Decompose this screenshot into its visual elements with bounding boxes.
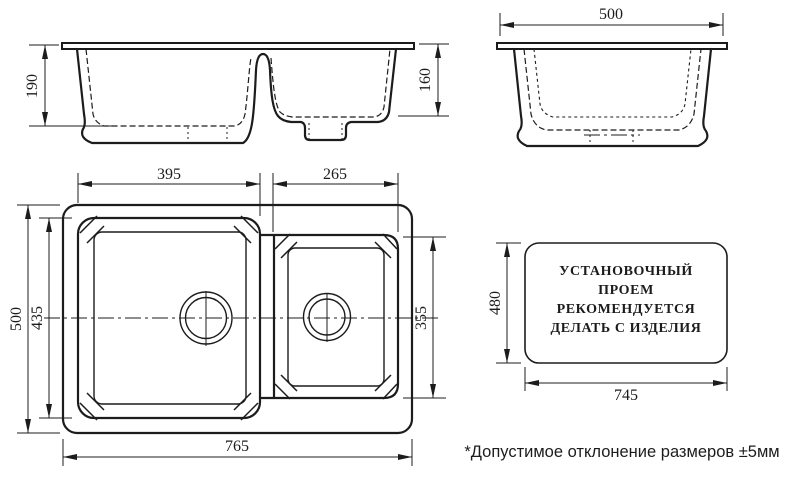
install-opening-text-line4: ДЕЛАТЬ С ИЗДЕЛИЯ (550, 321, 701, 336)
side-rim (496, 42, 728, 50)
dim-label-500-top: 500 (8, 307, 25, 331)
install-opening-text-line3: РЕКОМЕНДУЕТСЯ (557, 302, 696, 317)
front-view: 190 160 (24, 42, 449, 145)
dim-label-160: 160 (417, 68, 434, 92)
front-rim (61, 42, 415, 50)
side-shallow-bowl-hidden-line (533, 48, 692, 118)
dim-opening-width: 745 (524, 367, 728, 404)
dim-label-395: 395 (157, 166, 181, 183)
dim-label-745: 745 (614, 387, 638, 404)
dim-overall-depth: 500 (8, 204, 60, 434)
side-drain-hidden-line (589, 130, 634, 146)
dim-side-width: 500 (499, 6, 724, 36)
sink-outer-edge (61, 203, 414, 435)
install-opening-rect (524, 242, 728, 364)
dim-opening-height: 480 (487, 242, 521, 364)
dim-right-bowl-depth: 355 (403, 236, 446, 399)
dim-right-bowl-width: 265 (272, 166, 399, 232)
right-bowl-bottom (287, 247, 385, 387)
dim-label-190: 190 (24, 74, 41, 98)
top-view: 395 265 500 435 355 (8, 166, 446, 466)
front-right-bowl-hidden-line (270, 48, 391, 118)
side-sink-outline (512, 47, 713, 148)
bowl-corner-chamfers (79, 215, 398, 421)
front-sink-outline (75, 47, 398, 145)
dim-label-480: 480 (487, 291, 504, 315)
dim-label-265: 265 (323, 166, 347, 183)
install-opening-text-line2: ПРОЕМ (598, 283, 654, 298)
dim-label-435: 435 (29, 306, 46, 330)
left-bowl-bottom (93, 231, 247, 405)
dim-label-355: 355 (413, 306, 430, 330)
dim-label-765: 765 (225, 438, 249, 455)
dim-front-depth-right: 160 (398, 43, 449, 117)
side-view: 500 (496, 6, 728, 148)
side-deep-bowl-hidden-line (523, 48, 702, 131)
right-bowl-rim (258, 233, 400, 400)
install-opening-text-line1: УСТАНОВОЧНЫЙ (559, 262, 693, 279)
dim-label-500-side: 500 (599, 6, 623, 23)
dim-overall-width: 765 (62, 438, 413, 466)
dim-left-bowl-depth: 435 (29, 217, 72, 419)
dim-left-bowl-width: 395 (77, 166, 261, 216)
tolerance-footnote: *Допустимое отклонение размеров ±5мм (464, 443, 779, 461)
install-opening-view: УСТАНОВОЧНЫЙ ПРОЕМ РЕКОМЕНДУЕТСЯ ДЕЛАТЬ … (487, 242, 728, 404)
dim-front-depth-left: 190 (24, 44, 116, 127)
front-left-bowl-hidden-line (85, 48, 252, 127)
